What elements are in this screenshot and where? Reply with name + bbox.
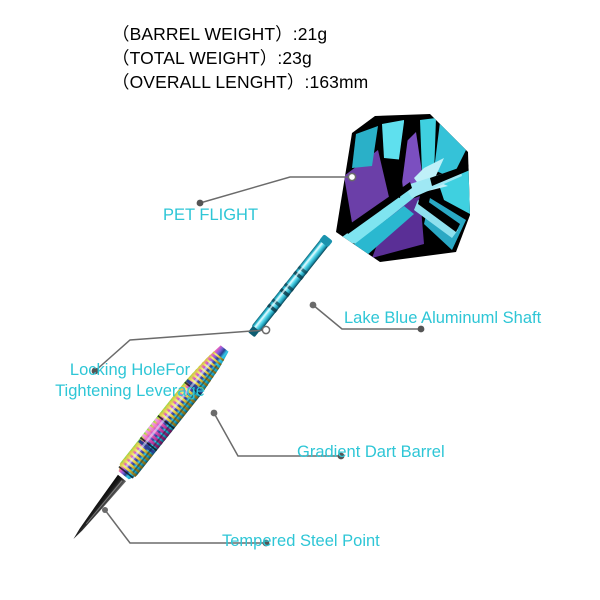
anchor-point — [102, 507, 108, 513]
anchor-lock — [261, 325, 271, 335]
callout-label-locking-hole: Locking HoleFor Tightening Leverage — [55, 361, 205, 400]
terminal-shaft — [417, 325, 425, 333]
callout-label-shaft: Lake Blue Aluminuml Shaft — [344, 309, 542, 327]
spec-block: （BARREL WEIGHT）:21g （TOTAL WEIGHT）:23g （… — [112, 22, 532, 94]
spec-barrel-weight: （BARREL WEIGHT）:21g — [112, 24, 328, 44]
anchor-barrel — [210, 409, 218, 417]
anchor-flight — [347, 172, 357, 182]
dart-flight — [336, 114, 470, 262]
callout-label-flight: PET FLIGHT — [163, 206, 259, 224]
callout-label-barrel: Gradient Dart Barrel — [297, 443, 445, 461]
callout-label-point: Tempered Steel Point — [222, 532, 380, 550]
dart-shaft — [248, 234, 333, 337]
leader-barrel — [213, 412, 341, 457]
dart-point — [73, 474, 127, 540]
callout-leaders — [94, 176, 421, 544]
dart-barrel — [118, 345, 229, 480]
anchor-shaft — [309, 301, 317, 309]
leader-flight — [199, 176, 352, 204]
terminal-lock — [91, 367, 99, 375]
terminal-flight — [196, 199, 204, 207]
terminal-point — [262, 539, 270, 547]
spec-overall-length: （OVERALL LENGHT）:163mm — [112, 72, 369, 92]
terminal-barrel — [337, 452, 345, 460]
leader-shaft — [312, 304, 421, 330]
leader-lock — [94, 329, 267, 372]
spec-total-weight: （TOTAL WEIGHT）:23g — [112, 48, 312, 68]
leader-point — [104, 509, 266, 544]
